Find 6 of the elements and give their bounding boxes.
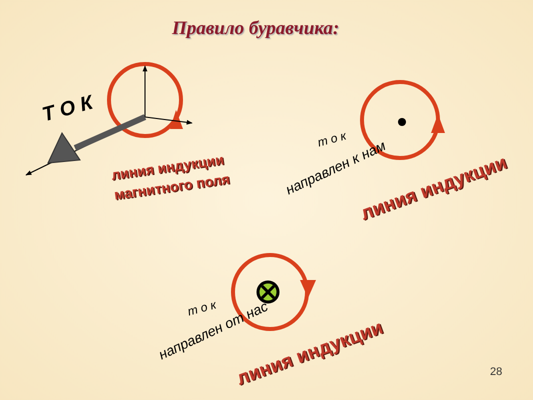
current-label: т о к: [186, 298, 218, 319]
page-number: 28: [490, 366, 502, 378]
current-label: Т О К: [40, 92, 96, 128]
current-label: т о к: [316, 128, 348, 150]
slide-title: Правило буравчика:: [172, 18, 340, 40]
field-line-label: линия индукции магнитного поля: [110, 150, 232, 205]
